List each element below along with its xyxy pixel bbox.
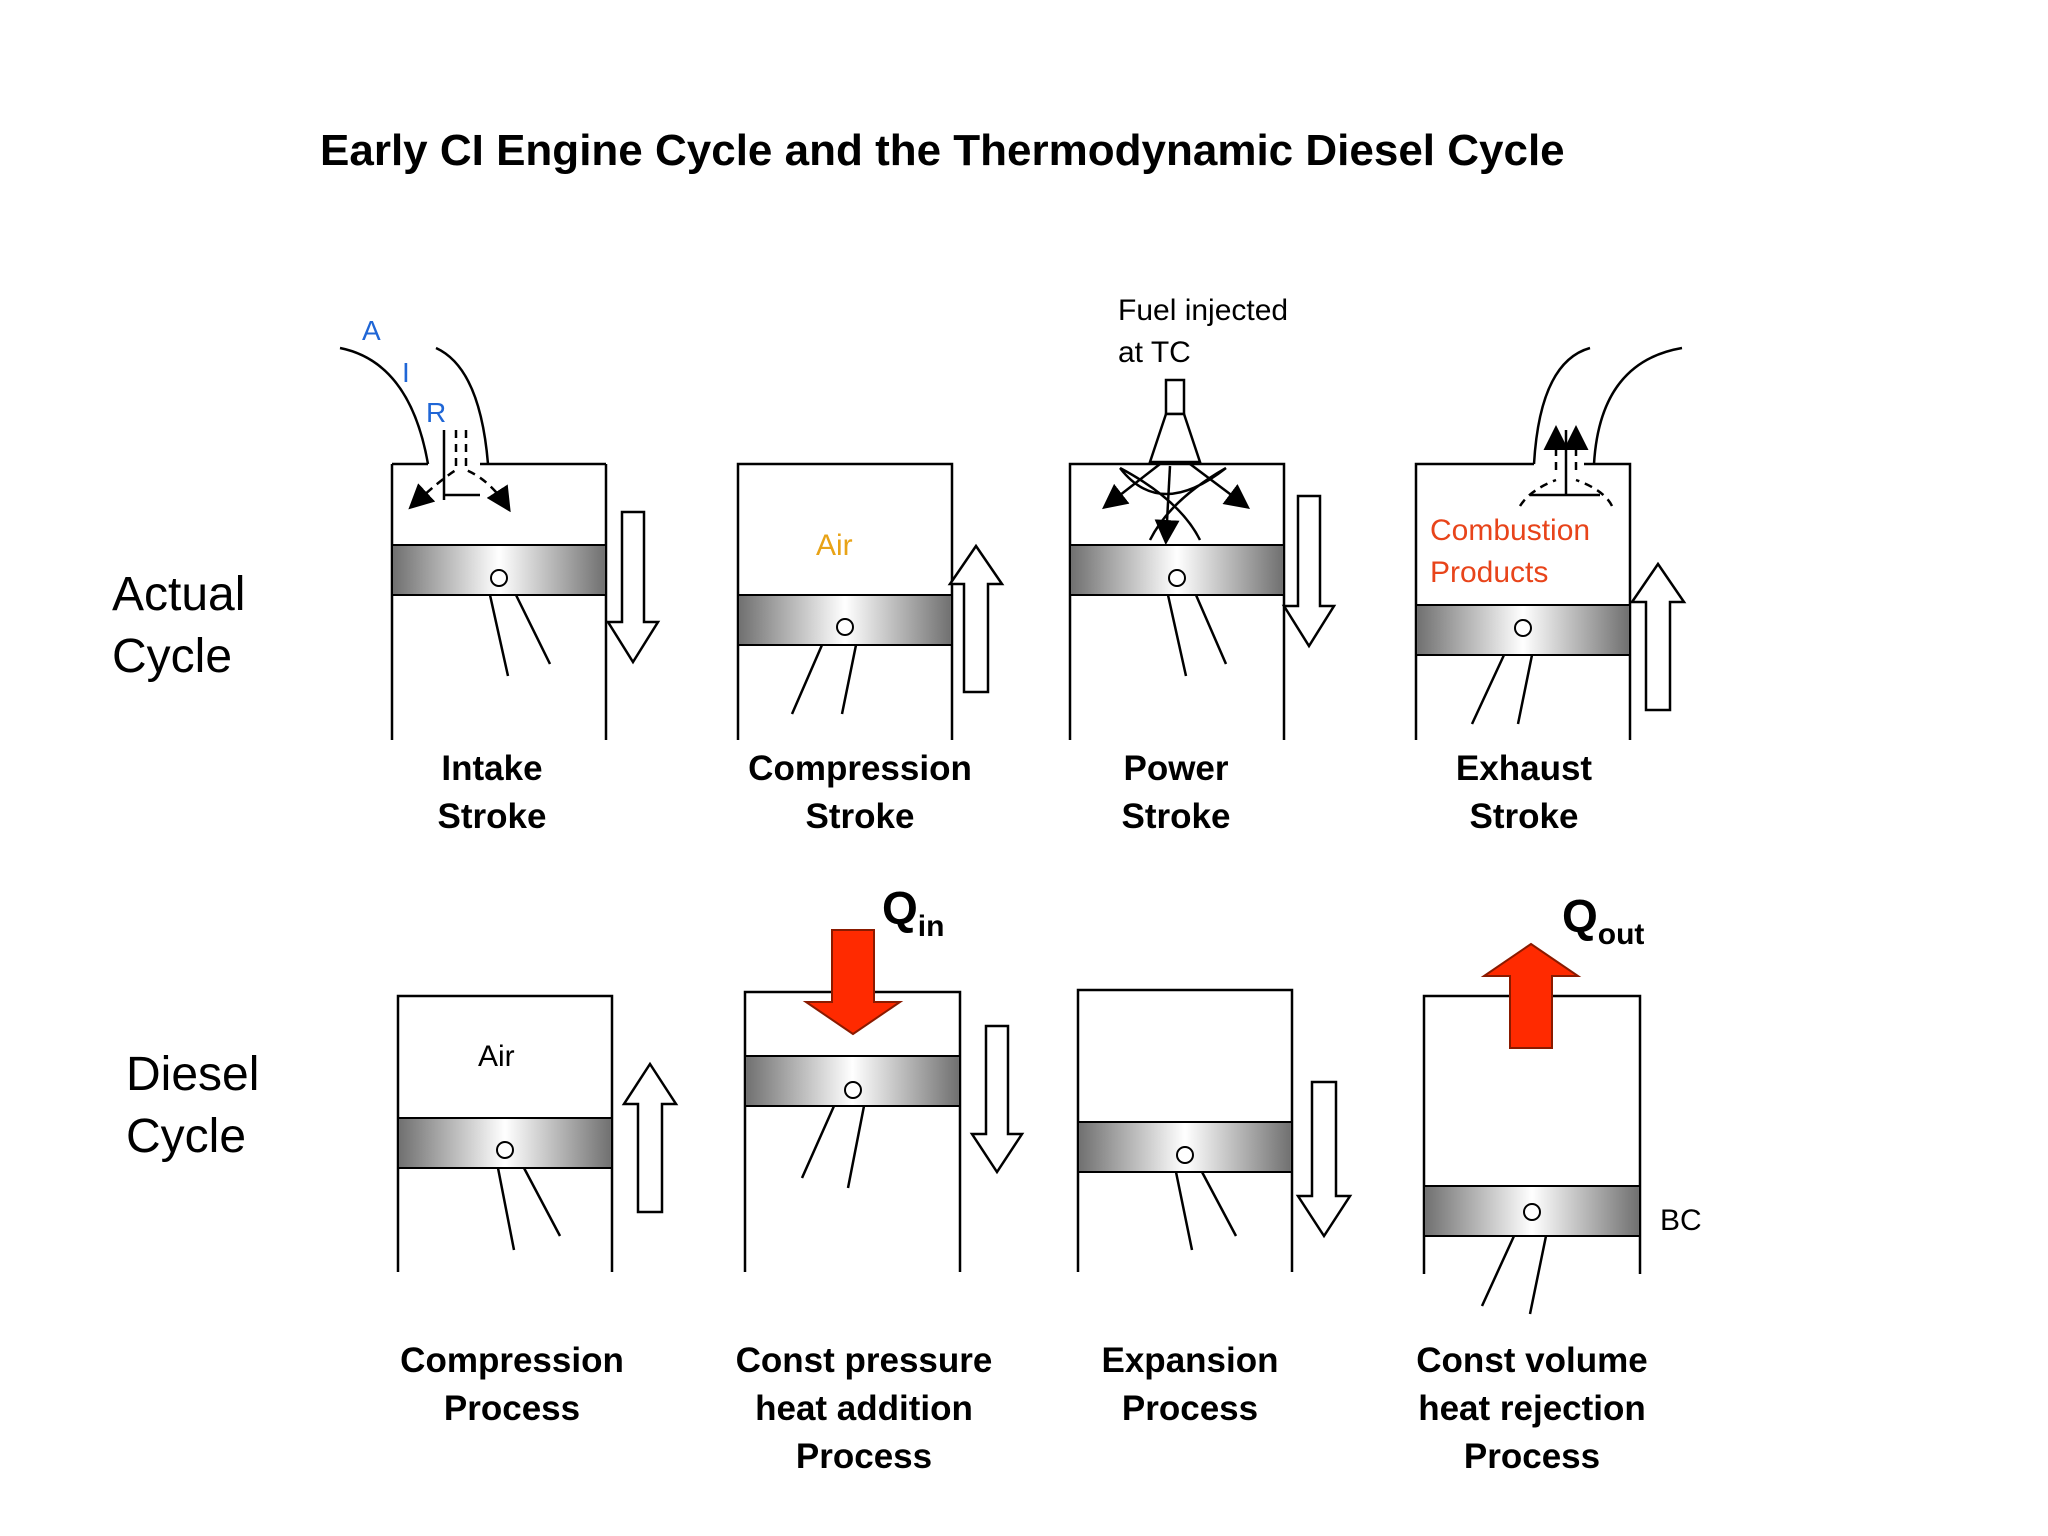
intake-port-wall	[435, 346, 490, 465]
piston	[737, 594, 953, 646]
heat-addition-caption-line3: Process	[796, 1437, 932, 1476]
down-arrow	[969, 1024, 1025, 1175]
heat-rejection-caption-line3: Process	[1464, 1437, 1600, 1476]
exhaust-flow-dashes	[1518, 478, 1614, 507]
air-letter-r: R	[426, 397, 446, 428]
fuel-note-line1: Fuel injected	[1118, 294, 1288, 327]
connecting-rod	[488, 594, 552, 677]
wrist-pin	[1514, 619, 1532, 637]
connecting-rod	[1470, 654, 1534, 725]
spray-plume	[1119, 466, 1227, 541]
wrist-pin	[1176, 1146, 1194, 1164]
air-flow-arrow-left	[408, 430, 458, 510]
intake-valve	[442, 430, 480, 500]
connecting-rod	[1480, 1235, 1548, 1315]
q-out-label: Qout	[1562, 890, 1644, 951]
exhaust-stroke-diagram	[1414, 346, 1687, 740]
air-letter-a: A	[362, 315, 381, 346]
compression-caption-line2: Stroke	[806, 797, 915, 836]
connecting-rod	[1174, 1171, 1238, 1251]
expansion-caption-line2: Process	[1122, 1389, 1258, 1428]
heat-out-arrow	[1480, 942, 1582, 1049]
wrist-pin	[1168, 569, 1186, 587]
exhaust-caption-line1: Exhaust	[1456, 749, 1592, 788]
up-arrow	[947, 543, 1005, 694]
actual-cycle-label-line2: Cycle	[112, 630, 232, 683]
diesel-compression-diagram	[396, 994, 679, 1272]
heat-rejection-caption-line1: Const volume	[1416, 1341, 1647, 1380]
intake-port-wall	[339, 346, 430, 465]
bc-label: BC	[1660, 1204, 1702, 1237]
q-in-label: Qin	[882, 882, 944, 943]
spray-arrow	[1189, 463, 1250, 509]
wrist-pin	[836, 618, 854, 636]
diesel-compression-gas-label: Air	[478, 1040, 515, 1073]
up-arrow	[1629, 561, 1687, 712]
connecting-rod	[1166, 594, 1228, 677]
air-letter-i: I	[402, 357, 410, 388]
diesel-compression-caption-line2: Process	[444, 1389, 580, 1428]
cylinder	[1068, 462, 1286, 740]
intake-stroke-diagram: A I R	[339, 315, 661, 740]
intake-caption-line2: Stroke	[438, 797, 547, 836]
wrist-pin	[1523, 1203, 1541, 1221]
expansion-diagram	[1076, 988, 1353, 1272]
combustion-label-line1: Combustion	[1430, 514, 1590, 547]
connecting-rod	[800, 1105, 866, 1189]
intake-caption-line1: Intake	[441, 749, 542, 788]
heat-rejection-caption-line2: heat rejection	[1418, 1389, 1646, 1428]
wrist-pin	[844, 1081, 862, 1099]
fuel-injector	[1164, 378, 1186, 416]
air-flow-arrow-right	[464, 430, 511, 513]
wrist-pin	[490, 569, 508, 587]
heat-addition-caption-line1: Const pressure	[736, 1341, 993, 1380]
compression-stroke-diagram	[736, 462, 1005, 740]
fuel-note-line2: at TC	[1118, 336, 1191, 369]
cylinder-walls	[390, 464, 608, 740]
spray-arrow	[1102, 463, 1161, 510]
heat-in-arrow	[802, 929, 904, 1036]
wrist-pin	[496, 1141, 514, 1159]
down-arrow	[605, 510, 661, 665]
spray-arrow	[1154, 465, 1180, 545]
heat-addition-diagram	[743, 929, 1025, 1272]
compression-gas-label: Air	[816, 529, 853, 562]
heat-rejection-diagram	[1422, 942, 1642, 1315]
expansion-caption-line1: Expansion	[1102, 1341, 1279, 1380]
up-arrow	[621, 1061, 679, 1214]
connecting-rod	[496, 1167, 562, 1251]
power-stroke-diagram	[1068, 378, 1337, 740]
exhaust-port-wall	[1532, 346, 1591, 465]
heat-addition-caption-line2: heat addition	[755, 1389, 973, 1428]
diesel-cycle-label-line2: Cycle	[126, 1110, 246, 1163]
combustion-label-line2: Products	[1430, 556, 1548, 589]
down-arrow	[1295, 1080, 1353, 1239]
diesel-cycle-label-line1: Diesel	[126, 1048, 259, 1101]
power-caption-line1: Power	[1123, 749, 1228, 788]
power-caption-line2: Stroke	[1122, 797, 1231, 836]
injector-nozzle	[1148, 412, 1202, 464]
compression-caption-line1: Compression	[748, 749, 972, 788]
connecting-rod	[790, 644, 858, 715]
exhaust-caption-line2: Stroke	[1470, 797, 1579, 836]
exhaust-port-wall	[1592, 346, 1683, 465]
actual-cycle-label-line1: Actual	[112, 568, 245, 621]
diesel-compression-caption-line1: Compression	[400, 1341, 624, 1380]
down-arrow	[1281, 494, 1337, 649]
diagram-title: Early CI Engine Cycle and the Thermodyna…	[320, 126, 1565, 175]
